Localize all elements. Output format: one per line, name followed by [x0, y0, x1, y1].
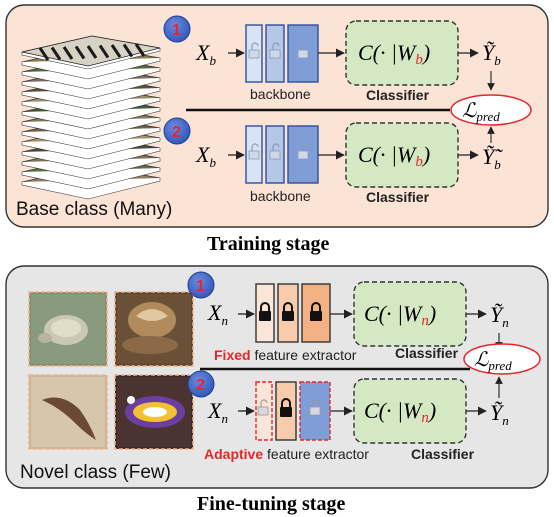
finetune-loss: ℒpred — [474, 349, 512, 373]
classifier-label-ft-row1: Classifier — [395, 345, 459, 361]
lock-icon — [259, 311, 322, 321]
classifier-expr-row1: C(· |Wb) — [358, 40, 430, 68]
finetune-input-row2: Xn — [207, 398, 228, 426]
zebra-stripe — [86, 45, 98, 59]
classifier-label-row1: Classifier — [366, 87, 430, 103]
finetune-input-row1: Xn — [207, 300, 228, 328]
finetune-stage-title: Fine-tuning stage — [197, 493, 345, 515]
unlock-icon — [248, 49, 309, 59]
classifier-expr-ft-row1: C(· |Wn) — [364, 301, 436, 329]
adaptive-extractor-label: Adaptive feature extractor — [204, 446, 369, 462]
base-image-stack — [21, 35, 161, 200]
base-class-label: Base class (Many) — [16, 199, 172, 220]
novel-class-label: Novel class (Few) — [20, 462, 171, 483]
zebra-stripe — [98, 44, 110, 59]
svg-text:1: 1 — [172, 22, 181, 39]
zebra-stripe — [74, 45, 86, 60]
finetune-step2-badge: 2 — [187, 370, 215, 398]
backbone-label-row2: backbone — [250, 188, 311, 204]
svg-text:1: 1 — [196, 278, 205, 295]
backbone-row1 — [245, 24, 319, 83]
novel-image-nudibranch — [114, 374, 194, 450]
novel-image-turtle — [28, 291, 108, 367]
training-step1-badge: 1 — [163, 15, 191, 43]
training-loss: ℒpred — [462, 100, 500, 124]
finetune-output-row2: Ỹn — [490, 400, 509, 428]
fixed-extractor-label: Fixed feature extractor — [214, 347, 357, 363]
finetune-loss-ellipse — [463, 343, 541, 375]
finetune-step1-badge: 1 — [187, 271, 215, 299]
novel-image-grid — [28, 291, 194, 450]
zebra-stripe — [110, 44, 122, 58]
zebra-stripe — [38, 47, 50, 61]
training-input-row1: Xb — [195, 40, 216, 68]
finetune-output-row1: Ỹn — [490, 302, 509, 330]
unlock-icon — [248, 150, 309, 160]
backbone-label-row1: backbone — [250, 86, 311, 102]
zebra-stripe — [122, 43, 134, 58]
classifier-expr-row2: C(· |Wb) — [358, 142, 430, 170]
adaptive-extractor — [255, 381, 331, 441]
novel-image-snail — [114, 291, 194, 367]
svg-text:2: 2 — [196, 377, 205, 394]
training-input-row2: Xb — [195, 142, 216, 170]
fixed-extractor — [255, 283, 331, 343]
unlock-icon — [257, 406, 321, 416]
training-stage-title: Training stage — [207, 233, 330, 255]
zebra-stripe — [62, 46, 74, 60]
classifier-expr-ft-row2: C(· |Wn) — [364, 398, 436, 426]
backbone-row2 — [245, 125, 319, 184]
classifier-label-row2: Classifier — [366, 189, 430, 205]
training-output-row1: Ỹb — [482, 40, 501, 68]
lock-icon — [280, 398, 292, 417]
novel-image-slug — [28, 374, 108, 450]
training-loss-ellipse — [450, 94, 532, 126]
zebra-stripe — [50, 46, 62, 61]
zebra-stripe — [134, 43, 146, 57]
training-step2-badge: 2 — [163, 117, 191, 145]
svg-text:2: 2 — [172, 124, 181, 141]
classifier-label-ft-row2: Classifier — [411, 446, 475, 462]
